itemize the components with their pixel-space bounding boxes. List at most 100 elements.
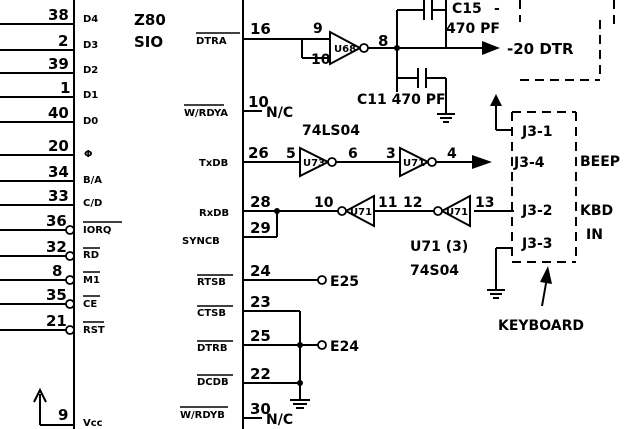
pin-signal: W/RDYA	[184, 108, 228, 119]
pin-signal: D4	[83, 14, 98, 25]
pin-number: 35	[46, 286, 67, 304]
pin-signal: D0	[83, 116, 98, 127]
pin-number: 12	[403, 195, 422, 211]
j3-pin-label: J3-4	[513, 155, 545, 171]
c11-label: C11 470 PF	[357, 92, 446, 108]
c15-capacitor	[397, 0, 447, 48]
pin-number: 3	[386, 146, 396, 162]
z80-sio-chip-outline	[73, 0, 244, 429]
pin-number: 10	[248, 93, 269, 111]
pin-signal: SYNCB	[182, 236, 220, 247]
pin-number: 2	[58, 32, 68, 50]
active-low-bubbles	[65, 225, 75, 335]
pin-number: 40	[48, 104, 69, 122]
gate-ref: U71	[403, 158, 425, 169]
pin-number: 6	[348, 146, 358, 162]
gate-ref: U73	[303, 158, 325, 169]
j3-pin-label: J3-1	[521, 124, 553, 140]
pin-signal: Φ	[84, 149, 93, 160]
pin-number: 8	[378, 32, 388, 50]
u71-note: U71 (3)	[410, 239, 468, 255]
c15-value: 470 PF	[446, 21, 500, 37]
u71a-gate	[399, 146, 492, 178]
pin-number: 9	[313, 21, 323, 37]
gate-ref: U68	[334, 44, 356, 55]
j3-pin-label: J3-3	[521, 236, 553, 252]
dtr-connector-box	[519, 0, 615, 81]
pin-number: 25	[250, 327, 271, 345]
overbars-right	[180, 32, 240, 408]
pin-number: 28	[250, 193, 271, 211]
pin-number: 4	[447, 146, 457, 162]
pin-number: 8	[52, 262, 62, 280]
dtr-output-arrow	[397, 41, 500, 55]
e24-label: E24	[330, 339, 359, 355]
pin-number: 29	[250, 219, 271, 237]
gate-ref: U71	[446, 207, 468, 218]
right-pin-leads	[243, 38, 346, 419]
pin-number: 10	[311, 52, 331, 68]
pin-signal: DTRA	[196, 36, 227, 47]
pin-signal: TxDB	[199, 158, 228, 169]
pin-number: 22	[250, 365, 271, 383]
pin-signal: CE	[83, 299, 97, 310]
beep-label: BEEP	[580, 154, 620, 170]
pin-number: 33	[48, 187, 69, 205]
family-label: 74LS04	[302, 123, 360, 139]
pin-signal: Vcc	[83, 418, 103, 429]
pin-signal: DTRB	[197, 343, 227, 354]
pin-number: 10	[314, 195, 334, 211]
in-label: IN	[586, 227, 603, 243]
pin-signal: CTSB	[197, 308, 226, 319]
pin-number: 20	[48, 137, 69, 155]
u71b-gate	[337, 194, 402, 228]
pin-signal: RST	[83, 325, 105, 336]
pin-number: 24	[250, 262, 271, 280]
dtr-label: -20 DTR	[507, 40, 574, 58]
pin-signal: W/RDYB	[180, 410, 225, 421]
pin-number: 34	[48, 163, 69, 181]
pin-number: 39	[48, 55, 69, 73]
no-connect-label: N/C	[266, 105, 293, 121]
c15-label: C15	[452, 1, 482, 17]
pin-number: 16	[250, 20, 271, 38]
pin-signal: B/A	[83, 175, 102, 186]
pin-signal: DCDB	[197, 377, 229, 388]
pin-signal: D2	[83, 65, 98, 76]
pin-number: 36	[46, 212, 67, 230]
pin-number: 32	[46, 238, 67, 256]
minus-sign: -	[494, 1, 500, 17]
chip-type: SIO	[134, 33, 163, 51]
pin-number: 9	[58, 406, 68, 424]
pin-signal: RD	[83, 250, 99, 261]
pin-number: 5	[286, 146, 296, 162]
pin-signal: C/D	[83, 198, 102, 209]
pin-number: 11	[378, 195, 397, 211]
e25-label: E25	[330, 274, 359, 290]
overbars-left	[83, 221, 122, 323]
pin-signal: D1	[83, 90, 98, 101]
kbd-label: KBD	[580, 203, 613, 219]
pin-signal: M1	[83, 275, 100, 286]
pin-signal: RTSB	[197, 277, 226, 288]
c11-capacitor	[397, 68, 455, 123]
left-pin-leads	[0, 23, 74, 426]
pin-number: 30	[250, 400, 271, 418]
j3-connector-box	[487, 94, 577, 307]
e25-terminal	[317, 275, 327, 285]
pin-signal: IORQ	[83, 225, 111, 236]
e24-terminal	[317, 340, 327, 350]
pin-number: 38	[48, 6, 69, 24]
family-label: 74S04	[410, 263, 459, 279]
j3-pin-label: J3-2	[521, 203, 553, 219]
pin-number: 21	[46, 312, 67, 330]
u73-gate	[295, 146, 400, 178]
gate-ref: U71	[350, 207, 372, 218]
u71c-gate	[402, 194, 514, 228]
pin-signal: RxDB	[199, 208, 229, 219]
pin-number: 13	[475, 195, 494, 211]
chip-name: Z80	[134, 11, 166, 29]
no-connect-label: N/C	[266, 412, 293, 428]
pin-number: 26	[248, 144, 269, 162]
